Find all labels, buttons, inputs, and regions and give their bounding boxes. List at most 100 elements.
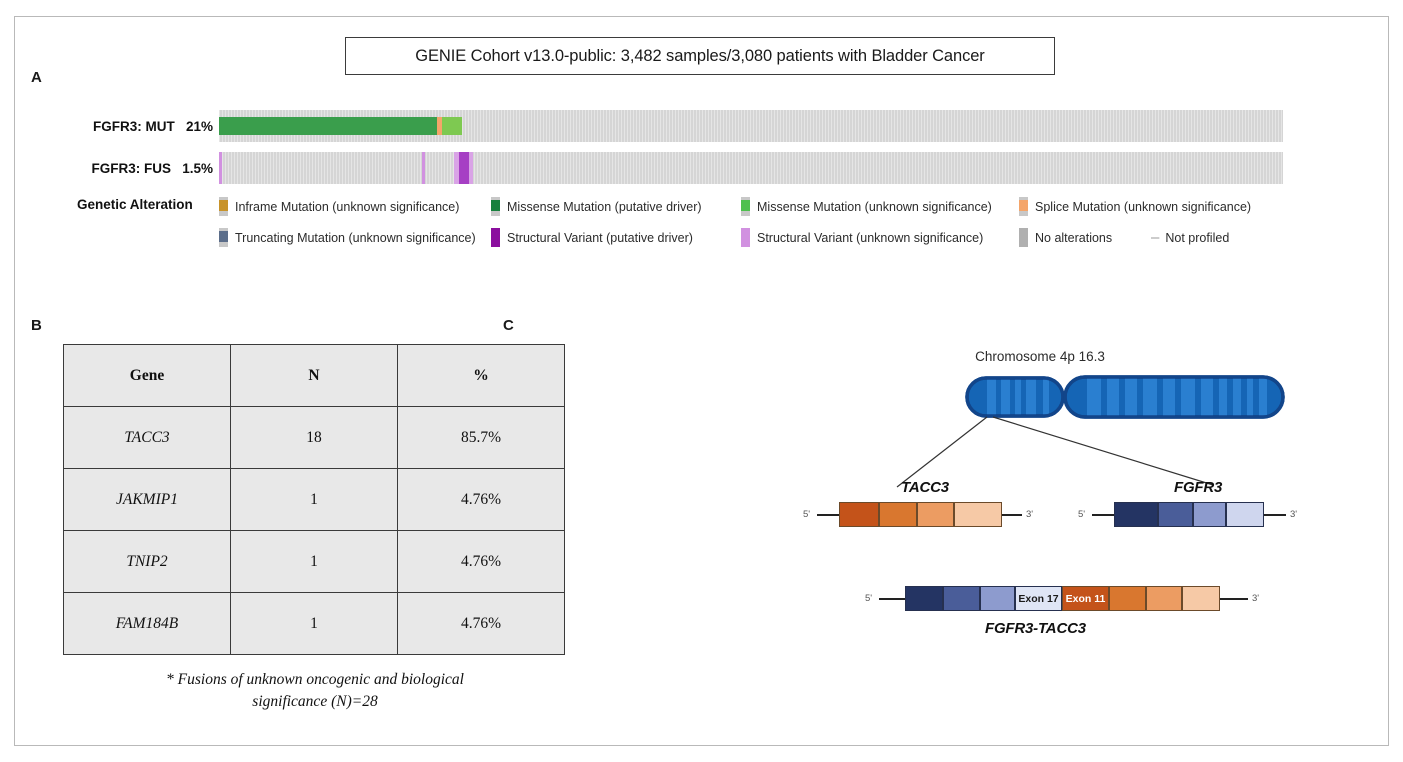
legend-text-inframe: Inframe Mutation (unknown significance)	[235, 199, 460, 214]
alt-missense-driver	[219, 117, 438, 135]
figure-container: A GENIE Cohort v13.0-public: 3,482 sampl…	[14, 16, 1389, 746]
alt-missense-unknown	[441, 117, 462, 135]
gene-line-right-fgfr3	[1264, 514, 1286, 516]
legend-swatch-truncating-icon	[219, 228, 228, 247]
chromosome-ideogram	[965, 375, 1285, 419]
legend-item-inframe-mutation: Inframe Mutation (unknown significance)	[219, 197, 491, 216]
chromosome-title: Chromosome 4p 16.3	[975, 349, 1105, 364]
legend-swatch-sv-driver-icon	[491, 228, 500, 247]
gene-line-right-tacc3	[1002, 514, 1022, 516]
table-row: TNIP2 1 4.76%	[63, 530, 565, 593]
legend-text-missense-unknown: Missense Mutation (unknown significance)	[757, 199, 992, 214]
legend-swatch-inframe-icon	[219, 197, 228, 216]
table-row: JAKMIP1 1 4.76%	[63, 468, 565, 531]
fusion-exon-tacc3-4	[1182, 586, 1220, 611]
cell-n: 1	[230, 468, 398, 531]
three-prime-label-fusion: 3'	[1252, 593, 1260, 604]
exon-block-fgfr3-2	[1158, 502, 1193, 527]
cell-pct: 85.7%	[397, 406, 565, 469]
cell-pct: 4.76%	[397, 530, 565, 593]
legend-swatch-no-alterations-icon	[1019, 228, 1028, 247]
column-header-n: N	[230, 344, 398, 407]
column-header-pct: %	[397, 344, 565, 407]
fusion-breakpoint-exon11: Exon 11	[1062, 586, 1109, 611]
five-prime-label-fgfr3: 5'	[1078, 509, 1086, 520]
table-row: FAM184B 1 4.76%	[63, 592, 565, 655]
panel-label-a: A	[31, 69, 42, 86]
legend-item-missense-driver: Missense Mutation (putative driver)	[491, 197, 741, 216]
legend-swatch-missense-driver-icon	[491, 197, 500, 216]
gene-label-fgfr3: FGFR3	[1174, 479, 1223, 496]
fusion-exon-tacc3-3	[1146, 586, 1182, 611]
track-label-fus: FGFR3: FUS 1.5%	[91, 160, 213, 176]
legend-text-truncating: Truncating Mutation (unknown significanc…	[235, 230, 476, 245]
cell-n: 1	[230, 530, 398, 593]
fusion-line-left	[879, 598, 905, 600]
five-prime-label-fusion: 5'	[865, 593, 873, 604]
track-body-fus	[219, 152, 1283, 184]
chromosome-q-arm	[1063, 375, 1285, 419]
exon-block-tacc3-4	[954, 502, 1002, 527]
track-label-mut: FGFR3: MUT 21%	[92, 118, 213, 134]
cell-pct: 4.76%	[397, 592, 565, 655]
table-row: TACC3 18 85.7%	[63, 406, 565, 469]
legend-item-truncating-mutation: Truncating Mutation (unknown significanc…	[219, 228, 491, 247]
fusion-exon-fgfr3-2	[943, 586, 980, 611]
legend-item-not-profiled: – Not profiled	[1151, 230, 1229, 245]
chromosome-p-arm	[965, 376, 1065, 418]
fusion-breakpoint-exon17: Exon 17	[1015, 586, 1062, 611]
cell-gene: TNIP2	[63, 530, 231, 593]
gene-diagram-fgfr3: FGFR3 5' 3'	[1070, 479, 1320, 539]
legend-text-sv-unknown: Structural Variant (unknown significance…	[757, 230, 984, 245]
cell-gene: JAKMIP1	[63, 468, 231, 531]
leader-lines	[896, 416, 1214, 488]
cell-n: 1	[230, 592, 398, 655]
legend-text-not-profiled: Not profiled	[1165, 230, 1230, 245]
legend-item-sv-driver: Structural Variant (putative driver)	[491, 228, 741, 247]
cohort-title-box: GENIE Cohort v13.0-public: 3,482 samples…	[345, 37, 1055, 75]
cell-gene: TACC3	[63, 406, 231, 469]
panel-label-c: C	[503, 317, 514, 334]
gene-line-left-tacc3	[817, 514, 839, 516]
legend-swatch-missense-unknown-icon	[741, 197, 750, 216]
fusion-exon-tacc3-2	[1109, 586, 1146, 611]
legend-text-no-alterations: No alterations	[1035, 230, 1113, 245]
five-prime-label-tacc3: 5'	[803, 509, 811, 520]
fusion-line-right	[1220, 598, 1248, 600]
exon-block-fgfr3-1	[1114, 502, 1158, 527]
legend-swatch-sv-unknown-icon	[741, 228, 750, 247]
legend-item-no-alterations: No alterations	[1019, 228, 1151, 247]
oncoprint-track-mut: FGFR3: MUT 21%	[15, 110, 1285, 142]
three-prime-label-tacc3: 3'	[1026, 509, 1034, 520]
cohort-title: GENIE Cohort v13.0-public: 3,482 samples…	[415, 46, 985, 65]
legend-text-missense-driver: Missense Mutation (putative driver)	[507, 199, 702, 214]
table-header-row: Gene N %	[63, 344, 565, 407]
gene-line-left-fgfr3	[1092, 514, 1114, 516]
not-profiled-dash-icon: –	[1151, 229, 1160, 246]
alt-sv-unknown-1	[422, 152, 426, 184]
fusion-diagram: 5' Exon 17 Exon 11 3' FGFR3-TACC3	[855, 572, 1275, 642]
legend-title: Genetic Alteration	[77, 197, 193, 212]
gene-label-tacc3: TACC3	[901, 479, 949, 496]
fusion-gene-label: FGFR3-TACC3	[985, 620, 1086, 637]
column-header-gene: Gene	[63, 344, 231, 407]
table-footnote: * Fusions of unknown oncogenic and biolo…	[166, 671, 464, 711]
alt-sv-driver	[458, 152, 470, 184]
fusion-exon-fgfr3-3	[980, 586, 1015, 611]
exon-block-tacc3-3	[917, 502, 954, 527]
legend-item-missense-unknown: Missense Mutation (unknown significance)	[741, 197, 1019, 216]
panel-label-b: B	[31, 317, 42, 334]
legend-text-sv-driver: Structural Variant (putative driver)	[507, 230, 693, 245]
fusion-partner-table: Gene N % TACC3 18 85.7% JAKMIP1 1 4.76% …	[63, 344, 565, 655]
alt-splice-unknown	[437, 117, 442, 135]
track-body-mut	[219, 110, 1283, 142]
oncoprint-track-fus: FGFR3: FUS 1.5%	[15, 152, 1285, 184]
legend-text-splice: Splice Mutation (unknown significance)	[1035, 199, 1252, 214]
legend-item-sv-unknown: Structural Variant (unknown significance…	[741, 228, 1019, 247]
three-prime-label-fgfr3: 3'	[1290, 509, 1298, 520]
alt-sv-unknown-edge	[219, 152, 222, 184]
exon-block-tacc3-1	[839, 502, 879, 527]
cell-pct: 4.76%	[397, 468, 565, 531]
legend-row-1: Inframe Mutation (unknown significance) …	[219, 197, 1251, 216]
cell-gene: FAM184B	[63, 592, 231, 655]
